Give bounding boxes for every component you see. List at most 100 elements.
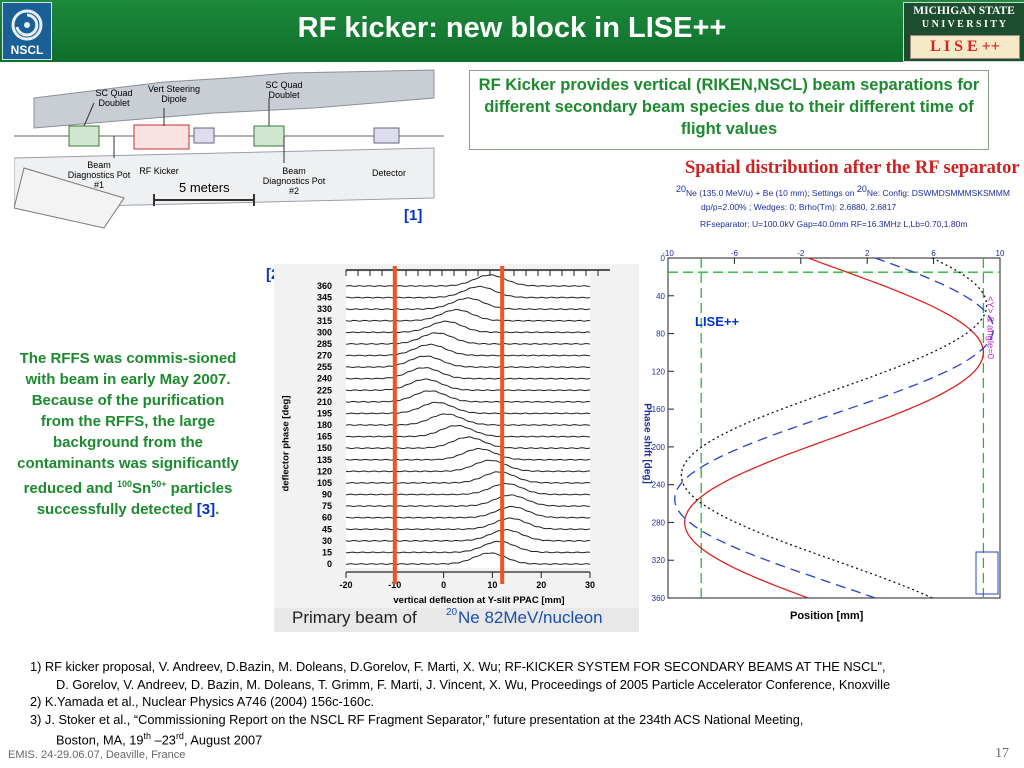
phase-tick-label: 360 [317,281,332,291]
phase-scan-ylabel-box: deflector phase [deg] [276,384,296,504]
lise-label: LISE++ [695,314,740,329]
sub1-mid: Ne (135.0 MeV/u) + Be (10 mm); Settings … [686,187,857,198]
phase-tick-label: 0 [327,559,332,569]
lise-logo-text: L I S E ++ [930,38,1000,55]
nscl-swirl-icon [11,9,43,41]
lise-top-tick-label: 6 [931,249,936,258]
spatial-subline3: RFseparator: U=100.0kV Gap=40.0mm RF=16.… [700,219,968,229]
para-text-a: The RFFS was commis-sioned with beam in … [17,350,239,497]
lise-xlabel: Position [mm] [790,610,864,622]
lise-plot-frame [667,257,1001,599]
phase-scan-trace [345,528,591,542]
lise-curve-blue [674,257,994,599]
lise-phase-tick-label: 160 [652,405,666,414]
phase-scan-trace [345,355,591,369]
phase-scan-trace [345,320,591,334]
phase-tick-label: 180 [317,420,332,430]
spatial-subline2: dp/p=2.00% ; Wedges: 0; Brho(Tm): 2.6880… [701,202,897,212]
nscl-logo: NSCL [2,2,52,60]
ref3-post: , August 2007 [183,732,263,748]
phase-scan-trace [345,447,591,461]
phase-scan-trace [345,308,591,322]
phase-scan-x-tick-label: 20 [536,580,546,590]
commissioning-paragraph: The RFFS was commis-sioned with beam in … [14,348,242,520]
lise-phase-tick-label: 240 [652,481,666,490]
isotope-mass: 100 [117,479,133,489]
phase-scan-trace [345,297,591,311]
phase-scan-xlabel: vertical deflection at Y-slit PPAC [mm] [393,595,565,606]
isotope-charge: 50+ [151,479,167,489]
header-bar [0,0,1024,62]
footer-conference: EMIS. 24-29.06.07, Deaville, France [8,749,186,761]
lise-top-tick-label: -6 [731,249,739,258]
sub1-mass-b: 20 [856,184,867,194]
phase-scan-trace [345,274,591,287]
phase-scan-trace [345,343,591,357]
phase-scan-trace [345,424,591,438]
phase-scan-trace [346,505,591,519]
lise-phase-tick-label: 0 [661,254,666,263]
spatial-title: Spatial distribution after the RF separa… [685,158,1020,178]
label-vert-steering: Vert Steering Dipole [147,84,201,104]
ref3-pre: Boston, MA, 19 [56,732,144,748]
beamline-schematic: SC Quad Doublet Vert Steering Dipole SC … [13,68,454,236]
caption-mass: 20 [446,607,458,618]
scale-label: 5 meters [179,180,230,195]
lise-phase-tick-label: 40 [656,292,665,301]
phase-tick-label: 60 [322,513,332,523]
msu-line1: MICHIGAN STATE [913,5,1015,17]
ref3-th: th [143,731,152,741]
para-period: . [215,501,220,518]
lise-legend-box [975,551,999,595]
info-box: RF Kicker provides vertical (RIKEN,NSCL)… [469,70,989,150]
phase-scan-trace [345,401,591,415]
phase-tick-label: 240 [317,374,332,384]
nscl-logo-text: NSCL [10,43,44,57]
lise-right-label-box: <Y> & angle=0 [985,274,997,384]
phase-scan-trace [345,390,591,403]
lise-curve-black [680,257,988,599]
phase-tick-label: 345 [317,293,332,303]
lise-top-tick-label: 2 [865,249,870,258]
page-number: 17 [995,746,1009,761]
phase-scan-ylabel: deflector phase [deg] [280,395,292,492]
phase-scan-x-tick-label: 10 [487,580,497,590]
reference-3a: 3) J. Stoker et al., “Commissioning Repo… [30,711,804,727]
ref-1-label: [1] [404,207,423,224]
reference-3b: Boston, MA, 19th –23rd, August 2007 [30,728,1000,749]
phase-tick-label: 255 [317,362,332,372]
sub1-mass-a: 20 [676,184,687,194]
reference-2: 2) K.Yamada et al., Nuclear Physics A746… [30,694,375,709]
phase-scan-x-tick-label: 0 [441,580,446,590]
caption-a: Primary beam of [292,608,417,627]
caption-b: Ne 82MeV/nucleon [458,608,603,627]
phase-tick-label: 315 [317,316,332,326]
phase-tick-label: 135 [317,455,332,465]
phase-tick-label: 165 [317,432,332,442]
phase-scan-trace [346,285,591,299]
lise-top-tick-label: -10 [662,249,674,258]
phase-tick-label: 225 [317,385,332,395]
label-rf-kicker: RF Kicker [139,166,179,176]
phase-tick-label: 270 [317,351,332,361]
lise-top-tick-label: -2 [797,249,805,258]
msu-line2: U N I V E R S I T Y [921,19,1007,30]
label-detector: Detector [371,168,406,178]
phase-tick-label: 105 [317,478,332,488]
label-sc-quad-1: SC Quad Doublet [95,88,133,108]
reference-1b: D. Gorelov, V. Andreev, D. Bazin, M. Dol… [56,676,891,692]
phase-scan-x-tick-label: 30 [585,580,595,590]
phase-tick-label: 150 [317,443,332,453]
phase-scan-trace [345,332,591,345]
label-beam-diag-2: Beam Diagnostics Pot #2 [262,166,326,196]
beamline-drawing [13,68,454,236]
phase-scan-trace [345,482,591,496]
lise-ylabel: Phase shift [deg] [641,403,653,484]
phase-scan-trace [345,459,590,473]
phase-scan-trace [345,367,591,380]
ref3-rd: rd [175,731,184,741]
phase-tick-label: 195 [317,408,332,418]
phase-scan-trace [345,494,591,508]
